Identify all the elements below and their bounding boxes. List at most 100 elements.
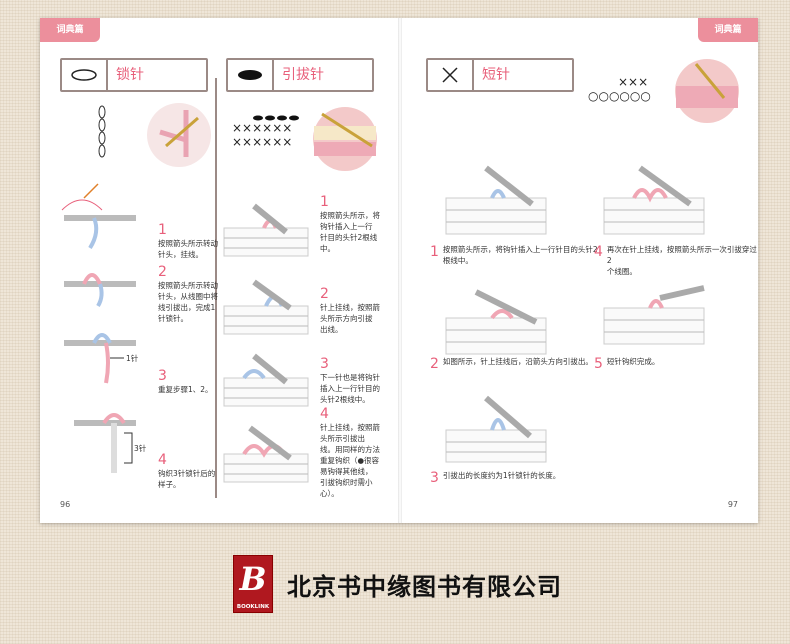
svg-text:××××××: ×××××× xyxy=(232,135,292,149)
step-desc-line: 钩针插入上一行 xyxy=(320,222,373,231)
slip-step3-illustration xyxy=(223,353,309,407)
slip-step-2: 2 针上挂线，按照箭头所示方向引拔 出线。 xyxy=(320,286,380,335)
chain-step1-illustration xyxy=(61,183,136,250)
svg-text:×××: ××× xyxy=(618,75,648,89)
step-desc-line: B xyxy=(239,560,267,598)
oval-outline-icon xyxy=(62,60,108,90)
step-desc-line: 短针钩织完成。 xyxy=(606,357,660,366)
step-desc-line: 钩织3针锁针后的 xyxy=(158,469,216,478)
step-desc-line: 4 xyxy=(594,244,603,260)
step-desc-line: 插入上一行针目的 xyxy=(320,384,380,393)
step-desc-line: 重复钩织（●很容 xyxy=(320,456,380,465)
step-desc-line: 如图所示，针上挂线后，沿箭头方向引拔出。 xyxy=(442,357,593,366)
slip-step1-illustration xyxy=(223,203,309,257)
step-desc-line: 3 xyxy=(430,470,439,486)
step-desc-line: 下一针也是将钩针 xyxy=(320,373,380,382)
single-crochet-photo xyxy=(675,59,739,123)
step-desc-line: BOOKLINK xyxy=(236,604,270,610)
step-desc-line: 针上挂线，按照箭 xyxy=(320,303,380,312)
step-desc-line: 针锁针。 xyxy=(158,314,188,323)
step-desc-line: 根线中。 xyxy=(442,256,473,265)
chain-stitch-header: 锁针 xyxy=(60,58,208,92)
single-step4-illustration xyxy=(603,165,705,235)
book-spine xyxy=(398,18,402,523)
chain-photo xyxy=(147,103,211,167)
page-number-right: 97 xyxy=(727,500,738,509)
step-desc-line: 2 xyxy=(430,356,439,372)
single-step2-illustration xyxy=(445,289,547,355)
slip-stitch-title: 引拔针 xyxy=(282,67,324,83)
step-desc-line: 针头，挂线。 xyxy=(158,250,203,259)
step-desc-line: 针目的头针2根线 xyxy=(320,233,378,242)
svg-text:○○○○○○: ○○○○○○ xyxy=(588,89,651,103)
chain-step-1: 1 按照箭头所示转动针头，挂线。 xyxy=(158,222,218,260)
chain-label-three: 3针 xyxy=(134,444,147,453)
brand-footer: B BOOKLINK 北京书中缘图书有限公司 xyxy=(233,554,562,614)
step-desc-line: 样子。 xyxy=(158,480,181,489)
slip-stitch-photo xyxy=(313,107,377,171)
slip-stitch-symbol-diagram: ×××××× ×××××× xyxy=(232,115,299,149)
step-desc-line: 针上挂线，按照箭 xyxy=(320,423,380,432)
step-desc-line: 按照箭头所示，将 xyxy=(320,211,380,220)
step-desc-line: 4 xyxy=(158,452,167,468)
chain-symbol-diagram xyxy=(98,105,106,158)
single-step-2: 2 如图所示，针上挂线后，沿箭头方向引拔出。 xyxy=(430,356,593,372)
slip-step-1: 1 按照箭头所示，将钩针插入上一行 针目的头针2根线中。 xyxy=(320,194,380,254)
step-desc-line: 头针2根线中。 xyxy=(320,395,370,404)
category-tab-left: 词典篇 xyxy=(40,18,100,42)
step-desc-line: 5 xyxy=(594,356,603,372)
chain-step3-illustration xyxy=(64,333,136,384)
step-desc-line: 按照箭头所示，将钩针插入上一行针目的头针2 xyxy=(442,245,598,254)
single-crochet-title: 短针 xyxy=(482,67,510,83)
single-crochet-header: 短针 xyxy=(426,58,574,92)
slip-step-4: 4 针上挂线，按照箭头所示引拔出 线。用同样的方法重复钩织（●很容 易钩得其他线… xyxy=(320,406,380,499)
single-step3-illustration xyxy=(445,395,547,463)
single-step-4: 4 再次在针上挂线，按照箭头所示一次引拔穿过2 个线圈。 xyxy=(594,244,758,277)
step-desc-line: 线。用同样的方法 xyxy=(320,445,380,454)
x-mark-icon xyxy=(428,60,474,90)
slip-step-3: 3 下一针也是将钩针插入上一行针目的 头针2根线中。 xyxy=(320,356,380,405)
company-name: 北京书中缘图书有限公司 xyxy=(287,572,562,601)
slip-step2-illustration xyxy=(223,279,309,335)
chain-step-4: 4 钩织3针锁针后的样子。 xyxy=(158,452,215,490)
step-desc-line: 针头，从线圈中将 xyxy=(158,292,218,301)
step-desc-line: 1 xyxy=(430,244,439,260)
booklink-logo: B BOOKLINK xyxy=(233,555,273,613)
category-tab-right: 词典篇 xyxy=(698,18,758,42)
chain-stitch-title: 锁针 xyxy=(116,67,144,83)
step-desc-line: 引拔出的长度约为1针锁针的长度。 xyxy=(442,471,561,480)
step-desc-line: 再次在针上挂线，按照箭头所示一次引拔穿过2 xyxy=(606,245,757,265)
step-desc-line: 重复步骤1、2。 xyxy=(158,385,213,394)
single-step-1: 1 按照箭头所示，将钩针插入上一行针目的头针2 根线中。 xyxy=(430,244,598,266)
step-desc-line: 心）。 xyxy=(320,489,339,498)
single-step-5: 5 短针钩织完成。 xyxy=(594,356,659,372)
step-desc-line: 个线圈。 xyxy=(606,267,637,276)
oval-filled-icon xyxy=(228,60,274,90)
step-desc-line: 3 xyxy=(158,368,167,384)
step-desc-line: 按照箭头所示转动 xyxy=(158,281,218,290)
step-desc-line: 1 xyxy=(158,222,167,238)
single-step-3: 3 引拔出的长度约为1针锁针的长度。 xyxy=(430,470,560,486)
chain-step-3: 3 重复步骤1、2。 xyxy=(158,368,213,395)
step-desc-line: 头所示方向引拔 xyxy=(320,314,373,323)
single-step5-illustration xyxy=(603,285,705,345)
step-desc-line: 3 xyxy=(320,356,329,372)
slip-step4-illustration xyxy=(223,425,309,483)
chain-label-one: 1针 xyxy=(126,354,139,363)
svg-text:××××××: ×××××× xyxy=(232,121,292,135)
step-desc-line: 头所示引拔出 xyxy=(320,434,365,443)
step-desc-line: 引拔钩织时需小 xyxy=(320,478,373,487)
chain-step2-illustration xyxy=(64,273,136,308)
step-desc-line: 易钩得其他线， xyxy=(320,467,373,476)
chain-step4-illustration xyxy=(74,413,136,473)
book-spread: 词典篇 词典篇 锁针 引拔针 短针 xyxy=(40,18,758,523)
step-desc-line: 2 xyxy=(158,264,167,280)
step-desc-line: 1 xyxy=(320,194,329,210)
step-desc-line: 4 xyxy=(320,406,329,422)
single-crochet-symbol-diagram: ××× ○○○○○○ xyxy=(588,75,651,103)
column-divider xyxy=(215,78,217,498)
step-desc-line: 按照箭头所示转动 xyxy=(158,239,218,248)
step-desc-line: 出线。 xyxy=(320,325,343,334)
page-number-left: 96 xyxy=(60,500,71,509)
